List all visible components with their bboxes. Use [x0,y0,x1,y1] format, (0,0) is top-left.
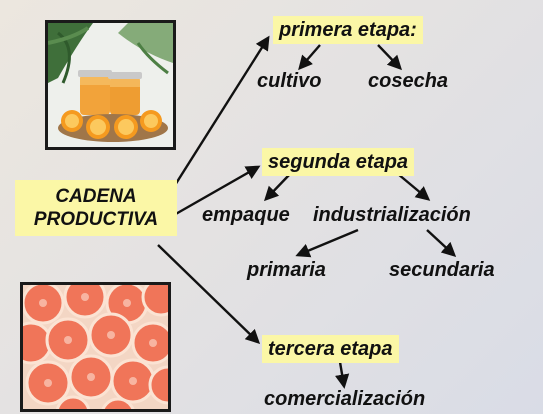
arrow-to-primaria [295,228,359,258]
stage1-title: primera etapa: [273,16,423,44]
industrializacion-child-secundaria: secundaria [389,259,495,281]
arrow-to-secundaria [426,229,457,257]
orange-juice-photo [45,20,176,150]
grapefruit-slices-photo [20,282,171,412]
stage2-child-empaque: empaque [202,204,290,226]
arrow-to-stage2 [173,165,261,217]
arrow-to-stage3 [157,244,261,345]
stage2-child-industrializacion: industrialización [313,204,471,226]
center-line2: PRODUCTIVA [33,209,159,230]
stage3-child-comercializacion: comercialización [264,388,426,410]
arrow-to-cosecha [377,44,402,71]
arrow-to-industrializacion [397,173,431,201]
arrow-to-comercializacion [335,361,350,389]
center-line1: CADENA [55,186,137,207]
arrow-to-empaque [264,173,291,202]
stage1-child-cosecha: cosecha [368,70,449,92]
arrow-to-cultivo [298,44,321,71]
orange-juice-jars-icon [48,23,173,147]
industrializacion-child-primaria: primaria [247,259,326,281]
stage1-child-cultivo: cultivo [257,70,322,92]
center-node: CADENA PRODUCTIVA [15,180,177,236]
grapefruit-slices-icon [23,285,168,409]
stage2-title: segunda etapa [262,148,415,176]
arrow-to-stage1 [168,35,270,194]
stage3-title: tercera etapa [262,335,399,363]
